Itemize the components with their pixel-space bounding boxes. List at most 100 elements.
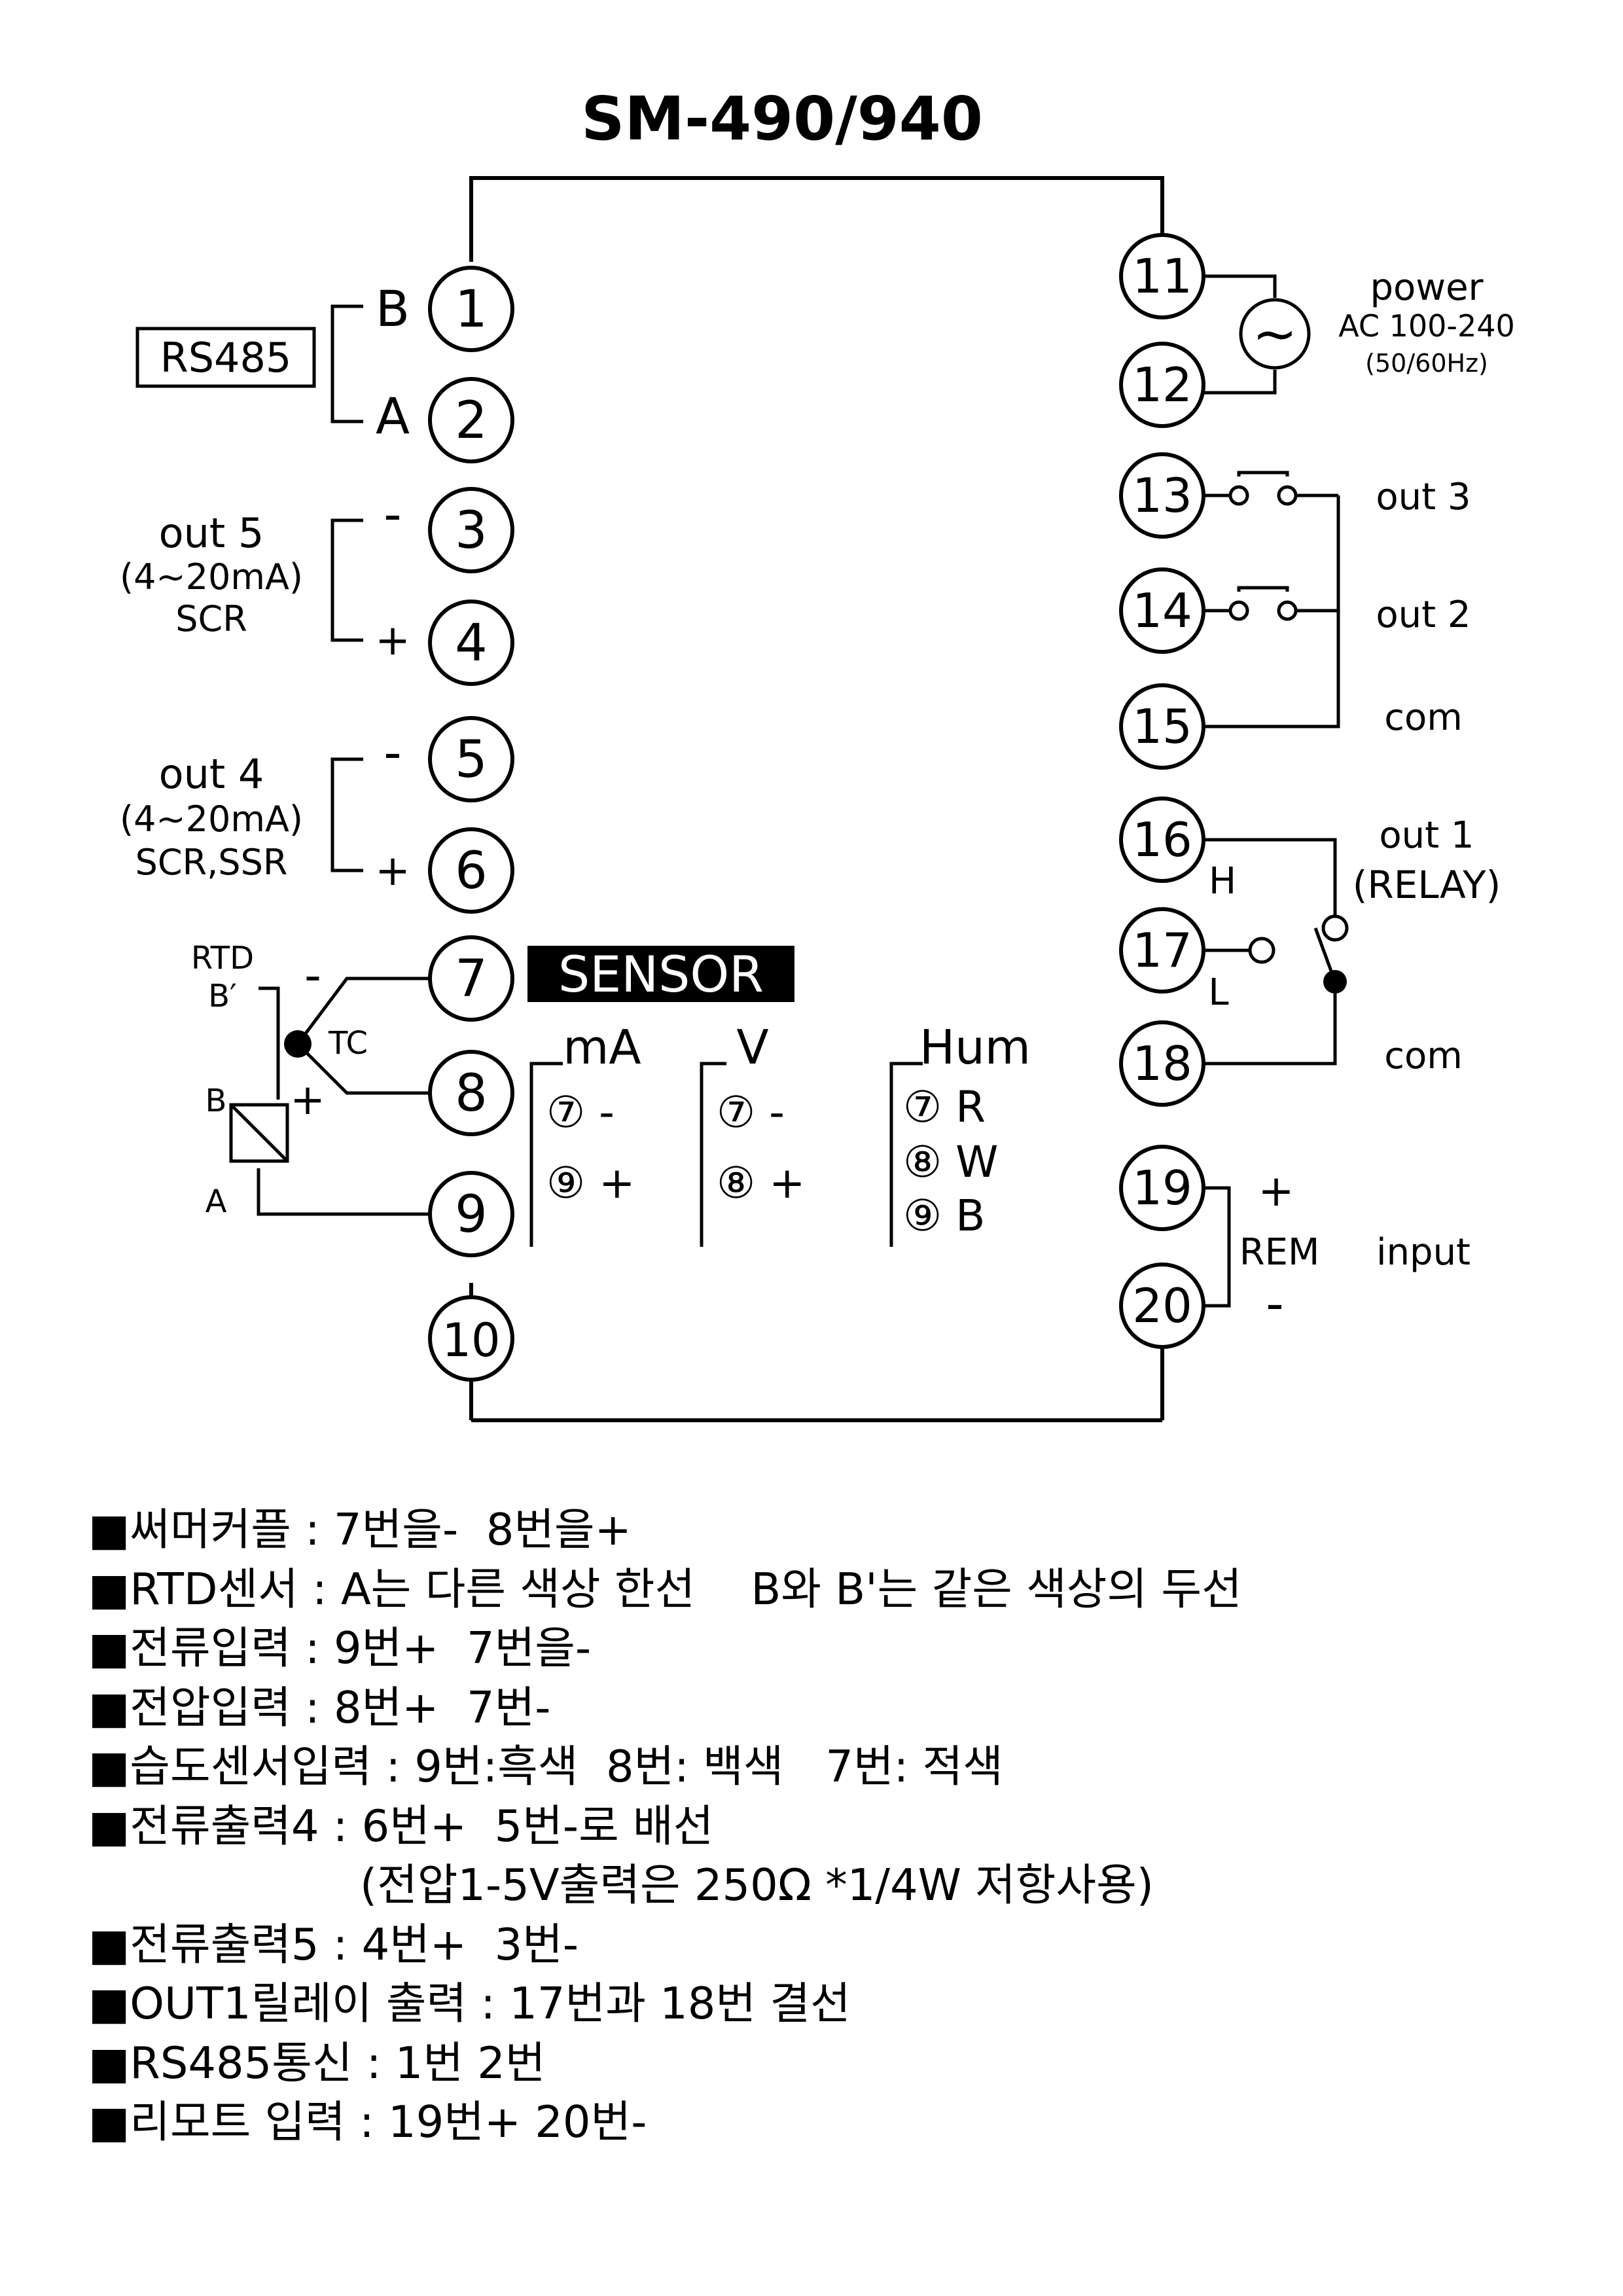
power-spec: AC 100-240 <box>1338 308 1515 344</box>
hum-line-1: ⑦ R <box>903 1082 986 1132</box>
terminal-3: 3 <box>428 487 514 573</box>
terminal-1-label: 1 <box>455 280 488 339</box>
note-current-output-5: ■전류출력5 : 4번+ 3번- <box>88 1918 579 1970</box>
v-line-2: ⑧ + <box>717 1158 805 1208</box>
terminal-16: 16 <box>1119 797 1205 883</box>
out4-label: out 4 <box>159 750 264 798</box>
hum-title: Hum <box>919 1020 1031 1075</box>
terminal-15-label: 15 <box>1132 699 1192 754</box>
terminal-12-label: 12 <box>1132 357 1192 412</box>
terminal-1: 1 <box>428 266 514 352</box>
terminal-14-label: 14 <box>1132 583 1192 638</box>
hum-line-3: ⑨ B <box>903 1191 985 1241</box>
out5-label: out 5 <box>159 509 264 557</box>
rtd-bprime-label: B′ <box>208 978 237 1014</box>
terminal-9-label: 9 <box>455 1185 488 1244</box>
out5-bracket <box>330 518 363 642</box>
terminal-7: 7 <box>428 935 514 1022</box>
l-label: L <box>1208 971 1228 1014</box>
sensor-label-box <box>527 946 794 1002</box>
note-out1-relay: ■OUT1릴레이 출력 : 17번과 18번 결선 <box>88 1978 851 2029</box>
note-current-output-4: ■전류출력4 : 6번+ 5번-로 배선 <box>88 1800 714 1852</box>
sensor-wires <box>257 977 429 1216</box>
out4-range: (4~20mA) <box>120 798 303 840</box>
rs485-b-label: B <box>376 279 410 338</box>
terminal-18-label: 18 <box>1132 1036 1192 1091</box>
sensor-legend-brackets <box>529 1062 923 1247</box>
controller-body <box>469 176 1164 1422</box>
terminal-17-label: 17 <box>1132 923 1192 978</box>
relay-outputs-2-3 <box>1204 471 1340 728</box>
rs485-box <box>135 327 316 388</box>
terminal-3-label: 3 <box>455 501 488 560</box>
out1-label: out 1 <box>1379 814 1474 857</box>
terminal-6-label: 6 <box>455 842 488 901</box>
diagram-title: SM-490/940 <box>581 84 983 154</box>
wiring-diagram: SM-490/940 1 2 3 4 5 6 7 8 9 10 11 12 13… <box>120 84 1515 1422</box>
terminal-4: 4 <box>428 600 514 686</box>
v-line-1: ⑦ - <box>717 1087 785 1138</box>
terminal-5: 5 <box>428 716 514 802</box>
rtd-label: RTD <box>191 940 254 977</box>
remote-input: + REM input - <box>1204 1166 1471 1333</box>
ac-source-symbol: ~ <box>1253 303 1298 365</box>
out4-bracket <box>330 757 363 872</box>
ac-source-icon <box>1239 298 1311 370</box>
tc-junction-dot <box>284 1030 312 1058</box>
terminal-15: 15 <box>1119 683 1205 770</box>
h-label: H <box>1209 860 1236 903</box>
out5-range: (4~20mA) <box>120 556 303 598</box>
out5-connection: out 5 (4~20mA) SCR - + <box>120 485 410 665</box>
note-rtd: ■RTD센서 : A는 다른 색상 한선 B와 B'는 같은 색상의 두선 <box>88 1563 1242 1615</box>
tc-minus: - <box>304 948 321 1003</box>
terminal-13-label: 13 <box>1132 468 1192 523</box>
out4-minus: - <box>383 723 401 781</box>
out5-type: SCR <box>175 598 247 639</box>
terminal-2: 2 <box>428 377 514 463</box>
out3-label: out 3 <box>1376 476 1471 518</box>
out5-minus: - <box>383 485 401 543</box>
terminal-19-label: 19 <box>1132 1160 1192 1215</box>
out5-plus: + <box>375 617 410 665</box>
sensor-wiring: RTD B′ - + TC B A <box>191 940 429 1220</box>
sensor-legend: SENSOR mA ⑦ - ⑨ + V ⑦ - ⑧ + Hum ⑦ R ⑧ W … <box>527 945 1031 1247</box>
rtd-b-label: B <box>205 1083 227 1119</box>
tc-plus: + <box>290 1076 325 1124</box>
rem-plus: + <box>1258 1166 1294 1216</box>
terminal-5-label: 5 <box>455 730 488 789</box>
wiring-notes: ■써머커플 : 7번을- 8번을+ ■RTD센서 : A는 다른 색상 한선 B… <box>88 1500 1561 2152</box>
terminal-9: 9 <box>428 1171 514 1257</box>
terminal-20: 20 <box>1119 1263 1205 1349</box>
sensor-label: SENSOR <box>558 945 764 1003</box>
hum-line-2: ⑧ W <box>903 1137 998 1187</box>
note-current-input: ■전류입력 : 9번+ 7번을- <box>88 1623 592 1674</box>
com2-label: com <box>1384 1035 1463 1077</box>
ma-line-2: ⑨ + <box>546 1158 635 1208</box>
power-connection: ~ power AC 100-240 (50/60Hz) <box>1204 266 1515 395</box>
rtd-element-icon <box>229 1103 289 1163</box>
note-thermocouple: ■써머커플 : 7번을- 8번을+ <box>88 1504 632 1555</box>
terminal-18: 18 <box>1119 1020 1205 1107</box>
power-label: power <box>1370 266 1484 309</box>
note-remote-input: ■리모트 입력 : 19번+ 20번- <box>88 2096 647 2147</box>
out4-type: SCR,SSR <box>135 842 288 883</box>
rs485-connection: RS485 B A <box>135 279 410 445</box>
terminal-2-label: 2 <box>455 391 488 450</box>
out4-plus: + <box>375 847 410 895</box>
terminal-17: 17 <box>1119 907 1205 994</box>
terminal-11: 11 <box>1119 233 1205 319</box>
left-terminal-column: 1 2 3 4 5 6 7 8 9 10 <box>428 266 514 1382</box>
ma-title: mA <box>563 1020 641 1075</box>
terminal-7-label: 7 <box>455 950 488 1009</box>
com1-label: com <box>1384 696 1463 739</box>
terminal-10-label: 10 <box>442 1314 500 1367</box>
rs485-a-label: A <box>376 387 410 445</box>
relay-label: (RELAY) <box>1353 863 1501 907</box>
note-rs485: ■RS485통신 : 1번 2번 <box>88 2037 546 2089</box>
note-voltage-input: ■전압입력 : 8번+ 7번- <box>88 1681 551 1733</box>
terminal-4-label: 4 <box>455 614 488 673</box>
terminal-14: 14 <box>1119 567 1205 654</box>
out2-label: out 2 <box>1376 594 1471 636</box>
out4-connection: out 4 (4~20mA) SCR,SSR - + <box>120 723 410 895</box>
terminal-10: 10 <box>428 1295 514 1382</box>
